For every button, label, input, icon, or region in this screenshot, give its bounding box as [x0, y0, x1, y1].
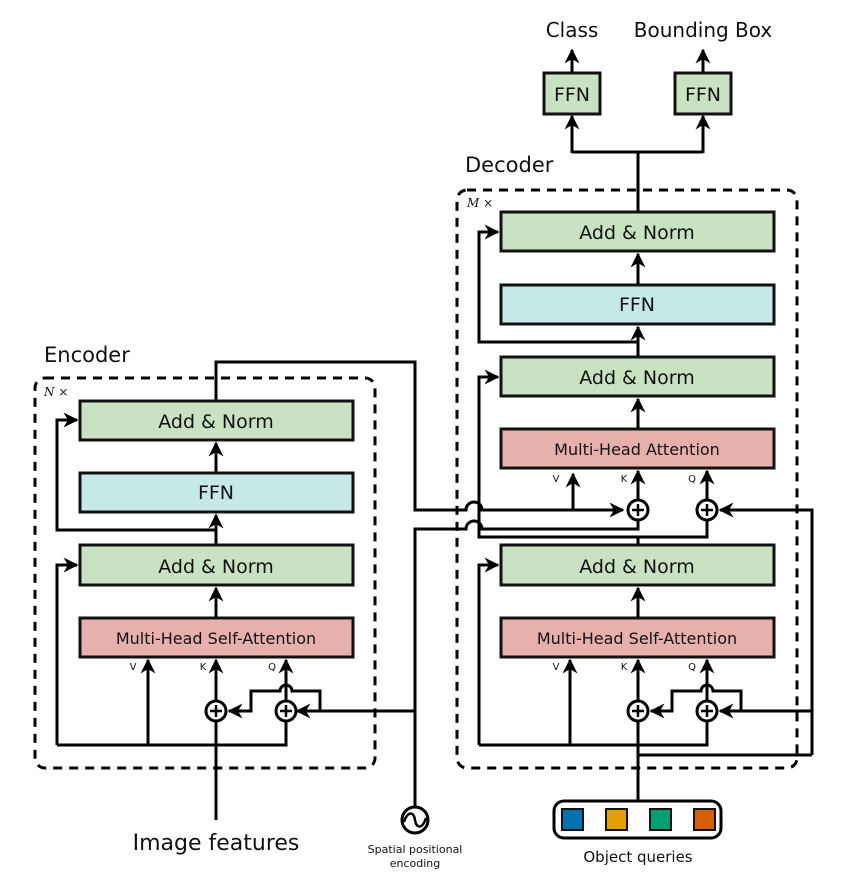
object-query-1 [605, 808, 628, 831]
decoder-add-norm-mid [499, 355, 776, 398]
decoder-self-q-label: Q [688, 662, 696, 673]
decoder-add-norm-top-label: Add & Norm [579, 222, 695, 244]
decoder-self-v-label: V [553, 662, 560, 673]
decoder-output-split [572, 150, 703, 212]
decoder-cross-attention-label: Multi-Head Attention [554, 440, 720, 459]
decoder-self-attention-label: Multi-Head Self-Attention [537, 629, 737, 648]
encoder-ffn-label: FFN [198, 482, 234, 504]
encoder-v-label: V [130, 662, 137, 673]
encoder-ffn-residual [55, 412, 216, 532]
decoder-input-bus [479, 722, 709, 747]
decoder-add-norm-bottom [499, 543, 776, 587]
query-pos-to-cross-q-arrow [718, 502, 814, 755]
object-query-0 [561, 808, 584, 831]
decoder-crossattn-residual [477, 369, 709, 539]
plus-icon [701, 504, 713, 516]
decoder-cross-attention [499, 427, 776, 470]
encoder-block-border [33, 376, 377, 770]
decoder-add-norm-mid-label: Add & Norm [579, 367, 695, 389]
decoder-add-norm-bottom-label: Add & Norm [579, 556, 695, 578]
pos-enc-label-line2: encoding [390, 857, 441, 870]
class-ffn-box [542, 71, 602, 116]
decoder-ffn-label: FFN [619, 294, 655, 316]
plus-icon [210, 705, 222, 717]
decoder-add-norm-top [499, 210, 776, 253]
decoder-ffn [499, 283, 776, 326]
class-output-label: Class [546, 18, 599, 42]
pos-enc-label-line1: Spatial positional [368, 843, 463, 856]
encoder-title: Encoder [44, 343, 130, 367]
encoder-pos-to-k-arrow [227, 683, 322, 719]
object-queries-label: Object queries [583, 848, 692, 866]
query-pos-to-self-k-arrow [649, 683, 743, 719]
decoder-cross-k-label: K [621, 474, 628, 485]
decoder-selfattn-residual [477, 557, 500, 745]
decoder-cross-v-label: V [553, 474, 560, 485]
encoder-k-label: K [200, 662, 207, 673]
plus-icon [632, 504, 644, 516]
class-ffn-label: FFN [554, 84, 590, 106]
encoder-self-attention [78, 616, 355, 659]
encoder-self-attention-label: Multi-Head Self-Attention [116, 629, 316, 648]
bbox-ffn-label: FFN [685, 84, 721, 106]
bbox-ffn-box [673, 71, 733, 116]
plus-icon [632, 705, 644, 717]
decoder-self-attention [499, 616, 776, 659]
decoder-title: Decoder [465, 153, 554, 177]
encoder-add-norm-bottom-label: Add & Norm [158, 556, 274, 578]
encoder-repeat-label: N × [43, 385, 68, 399]
decoder-cross-q-label: Q [688, 474, 696, 485]
encoder-add-norm-top [78, 399, 355, 442]
encoder-q-label: Q [268, 662, 276, 673]
plus-icon [280, 705, 292, 717]
encoder-add-norm-top-label: Add & Norm [158, 411, 274, 433]
object-queries-container [552, 799, 723, 840]
encoder-memory-line [214, 360, 573, 512]
bbox-output-label: Bounding Box [634, 18, 773, 42]
encoder-ffn [78, 471, 355, 514]
encoder-add-norm-bottom [78, 543, 355, 587]
object-query-2 [649, 808, 672, 831]
decoder-repeat-label: M × [466, 196, 493, 210]
decoder-ffn-residual [477, 224, 638, 344]
plus-icon [701, 705, 713, 717]
decoder-self-k-label: K [621, 662, 628, 673]
object-query-3 [693, 808, 716, 831]
image-features-label: Image features [133, 831, 300, 856]
pos-enc-to-decoder-line [413, 519, 640, 808]
encoder-attn-residual [55, 557, 79, 745]
decoder-block-border [455, 188, 799, 770]
encoder-input-bus [57, 722, 288, 747]
